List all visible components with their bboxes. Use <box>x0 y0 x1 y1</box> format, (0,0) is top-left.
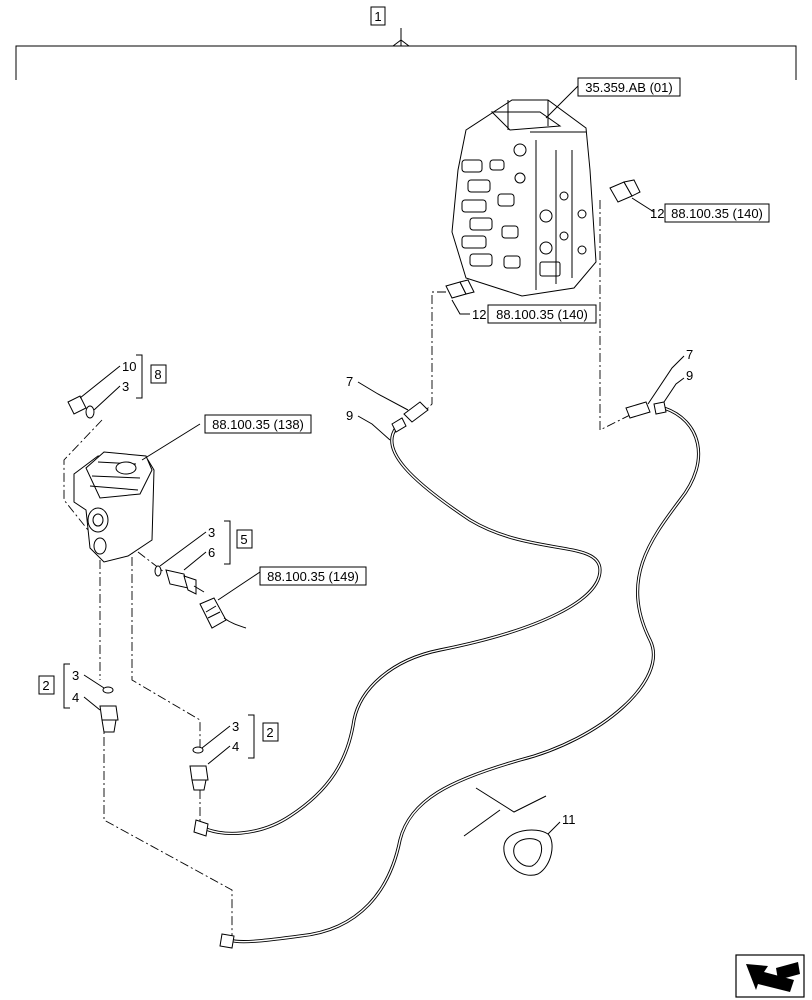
kit2-right-item-4: 4 <box>232 739 239 754</box>
assembly-bracket <box>15 28 797 80</box>
hose-right-fitting-num: 7 <box>686 347 693 362</box>
kit-2-right-callout: 3 4 2 <box>201 714 279 765</box>
sensor-ref-right-label: 88.100.35 (140) <box>671 206 763 221</box>
plug-part-10 <box>67 395 95 419</box>
fitting-left <box>99 686 119 733</box>
fitting-right <box>189 746 209 791</box>
control-valve <box>451 99 597 297</box>
sensor-right-callout: 12 88.100.35 (140) <box>650 203 770 223</box>
view-symbol <box>463 787 547 837</box>
sensor-num-left: 12 <box>472 307 486 322</box>
kit8-item-3: 3 <box>122 379 129 394</box>
oring-num: 11 <box>562 812 576 827</box>
kit2-left-box-label: 2 <box>42 678 49 693</box>
pressure-sensor-left <box>445 279 475 315</box>
hose-left-callout: 7 9 <box>346 374 409 441</box>
sensor-ref-left-label: 88.100.35 (140) <box>496 307 588 322</box>
manifold-ref-callout: 88.100.35 (138) <box>141 414 312 461</box>
sensor-num-right: 12 <box>650 206 664 221</box>
kit8-box-label: 8 <box>154 367 161 382</box>
oring-part-11: 11 <box>503 812 576 876</box>
kit2-right-item-3: 3 <box>232 719 239 734</box>
next-page-arrow-icon[interactable] <box>735 954 805 998</box>
electrical-connector: 88.100.35 (149) <box>199 566 367 629</box>
kit2-right-box-label: 2 <box>266 725 273 740</box>
pressure-sensor-right <box>609 179 655 213</box>
kit8-item-10: 10 <box>122 359 136 374</box>
hose-right <box>219 401 701 949</box>
kit5-item-3: 3 <box>208 525 215 540</box>
main-callout-label: 1 <box>374 9 381 24</box>
pressure-switch <box>154 565 205 595</box>
kit-8-callout: 10 3 8 <box>79 354 167 411</box>
kit-5-callout: 3 6 5 <box>159 520 253 571</box>
manifold-body <box>73 451 155 563</box>
connection-lines <box>63 200 637 940</box>
switch-ref-label: 88.100.35 (149) <box>267 569 359 584</box>
hose-left <box>193 401 602 837</box>
kit5-item-6: 6 <box>208 545 215 560</box>
valve-ref-label: 35.359.AB (01) <box>585 80 672 95</box>
kit-2-left-callout: 2 3 4 <box>38 663 105 711</box>
kit5-box-label: 5 <box>240 532 247 547</box>
hose-left-fitting-num: 7 <box>346 374 353 389</box>
main-callout: 1 <box>370 6 386 26</box>
valve-ref-callout: 35.359.AB (01) <box>545 77 681 119</box>
hose-left-hose-num: 9 <box>346 408 353 423</box>
kit2-left-item-4: 4 <box>72 690 79 705</box>
manifold-ref-label: 88.100.35 (138) <box>212 417 304 432</box>
hose-right-hose-num: 9 <box>686 368 693 383</box>
kit2-left-item-3: 3 <box>72 668 79 683</box>
sensor-left-callout: 12 88.100.35 (140) <box>472 304 597 324</box>
hose-right-callout: 7 9 <box>647 347 693 405</box>
